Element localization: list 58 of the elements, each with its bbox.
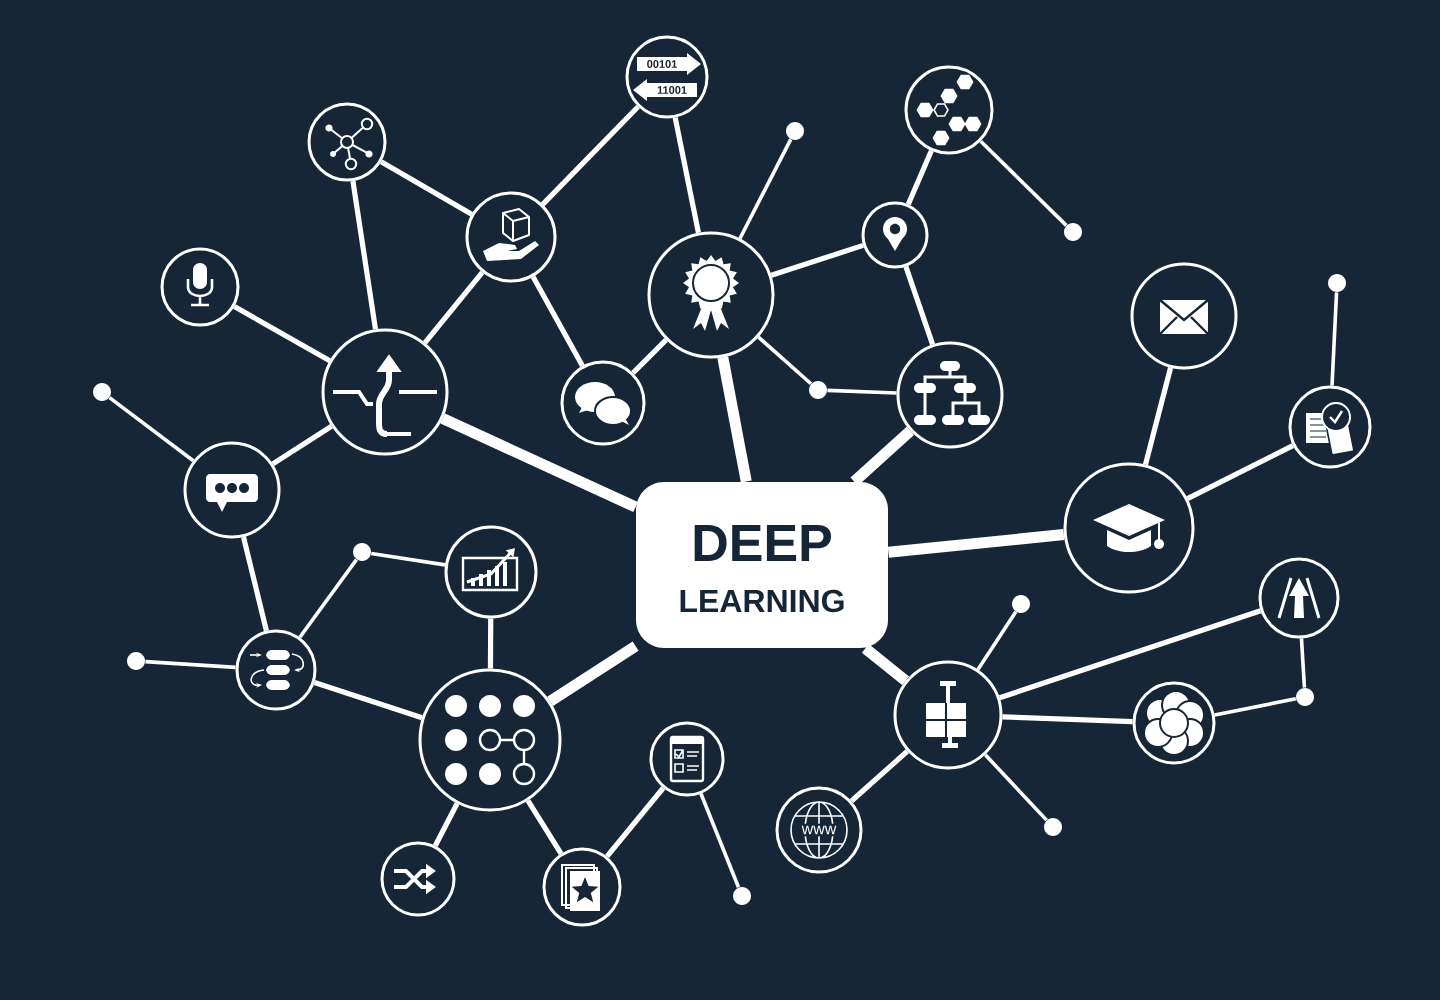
connector-line <box>440 413 638 513</box>
endpoint-dot <box>1328 274 1346 292</box>
connector-line <box>903 265 936 346</box>
connector-line <box>233 304 332 363</box>
connector-line <box>487 618 494 669</box>
connector-line <box>998 608 1262 701</box>
connector-line <box>525 799 564 855</box>
connector-line <box>379 159 473 217</box>
connector-line <box>738 138 793 240</box>
connector-line <box>371 551 446 567</box>
connector-line <box>1299 638 1307 688</box>
endpoint-dot <box>1064 223 1082 241</box>
connector-line <box>145 659 236 670</box>
connector-line <box>530 275 585 368</box>
connector-line <box>905 149 934 206</box>
endpoint-dot <box>1012 595 1030 613</box>
connector-line <box>241 536 269 632</box>
connector-line <box>547 641 639 706</box>
connector-line <box>976 610 1018 671</box>
connector-line <box>631 338 668 375</box>
binary-code: 00101 <box>647 60 677 68</box>
connector-line <box>827 388 897 395</box>
connector-line <box>350 180 379 330</box>
connector-line <box>861 644 910 686</box>
connector-line <box>540 104 640 207</box>
connector-line <box>1002 714 1133 725</box>
connector-line <box>423 270 485 345</box>
endpoint-dot <box>93 383 111 401</box>
connector-line <box>850 426 914 486</box>
connector-line <box>271 424 333 467</box>
connector-line <box>770 242 864 278</box>
connector-line <box>849 749 910 803</box>
endpoint-dot <box>809 381 827 399</box>
connector-line <box>1214 697 1297 717</box>
endpoint-dot <box>127 652 145 670</box>
connector-line <box>757 335 813 386</box>
connector-line <box>313 680 423 721</box>
endpoint-dot <box>786 122 804 140</box>
endpoint-dot <box>1296 688 1314 706</box>
connector-line <box>979 139 1068 227</box>
connector-line <box>887 529 1065 558</box>
connector-line <box>983 753 1048 822</box>
connector-line <box>1330 292 1339 386</box>
connector-line <box>1186 443 1295 501</box>
title-text: DEEP <box>694 525 831 561</box>
connector-line <box>298 558 358 639</box>
connector-line <box>108 396 195 463</box>
connector-line <box>605 786 666 859</box>
endpoint-dot <box>733 887 751 905</box>
connector-line <box>432 802 460 847</box>
connector-line <box>1142 367 1174 466</box>
connector-line <box>717 356 752 483</box>
connector-line <box>672 117 701 234</box>
endpoint-dot <box>1044 818 1062 836</box>
binary-code: 11001 <box>657 86 687 94</box>
title-text: LEARNING <box>680 589 844 613</box>
connector-line <box>699 793 741 888</box>
endpoint-dot <box>353 543 371 561</box>
